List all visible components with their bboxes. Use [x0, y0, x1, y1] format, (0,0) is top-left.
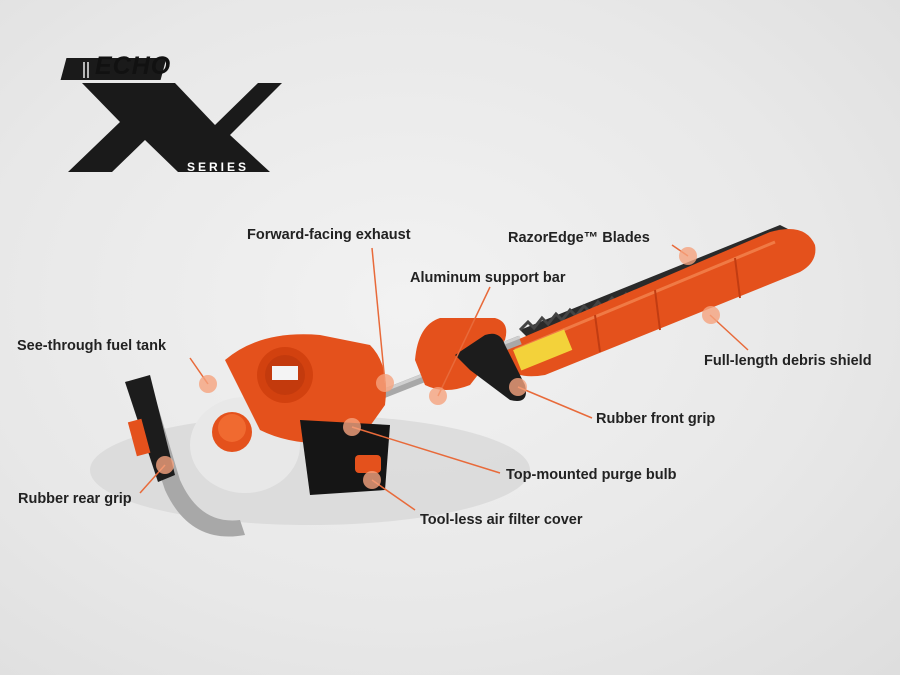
callout-front-grip: Rubber front grip: [596, 411, 716, 427]
front-grip-assembly: [415, 318, 526, 401]
callout-air-filter: Tool-less air filter cover: [420, 512, 583, 528]
series-logo-text: SERIES: [187, 160, 250, 174]
callout-markers: [156, 247, 720, 489]
echo-logo-text: ECHO: [95, 52, 172, 80]
callout-support-bar: Aluminum support bar: [410, 270, 566, 286]
marker-exhaust: [376, 374, 394, 392]
marker-support: [429, 387, 447, 405]
callout-fuel-tank: See-through fuel tank: [17, 338, 167, 354]
marker-frontgrip: [509, 378, 527, 396]
echo-x-series-logo: [60, 58, 282, 172]
callout-rear-grip: Rubber rear grip: [18, 491, 132, 507]
marker-blades: [679, 247, 697, 265]
debris-shield: [505, 228, 816, 377]
callout-debris-shield: Full-length debris shield: [704, 353, 872, 369]
callout-lines: [139, 244, 749, 511]
callout-blades: RazorEdge™ Blades: [508, 230, 650, 246]
callout-purge-bulb: Top-mounted purge bulb: [506, 467, 677, 483]
marker-purge: [343, 418, 361, 436]
marker-fuel: [199, 375, 217, 393]
marker-shield: [702, 306, 720, 324]
rear-handle: [125, 375, 245, 537]
marker-filter: [363, 471, 381, 489]
engine-body: [190, 334, 390, 495]
callout-exhaust: Forward-facing exhaust: [247, 227, 411, 243]
marker-reargrip: [156, 456, 174, 474]
